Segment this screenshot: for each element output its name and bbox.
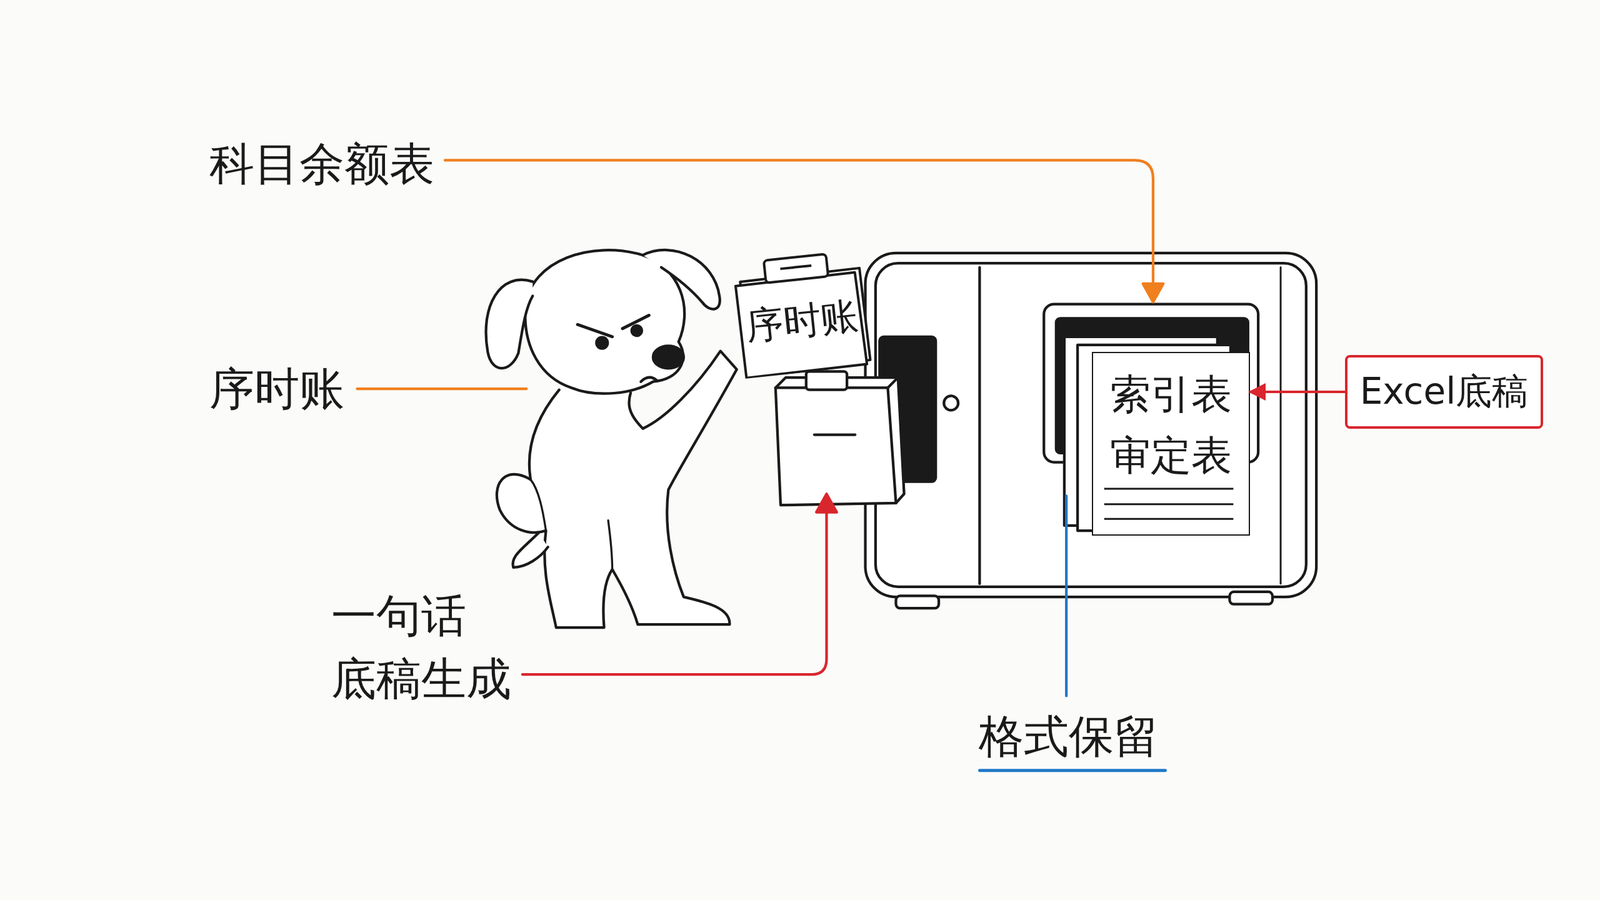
folder-line bbox=[814, 433, 855, 436]
dog-nose bbox=[653, 345, 684, 369]
machine-panel-line bbox=[978, 267, 981, 584]
underline bbox=[979, 768, 1165, 772]
arrow-connector bbox=[1250, 390, 1345, 394]
machine-body bbox=[865, 253, 1317, 597]
leader-line bbox=[356, 387, 527, 390]
feature-label: 格式保留 bbox=[978, 709, 1192, 764]
action-label: 一句话 底稿生成 bbox=[331, 584, 519, 711]
document-sheet: 索引表 审定表 bbox=[1091, 351, 1250, 536]
text-line bbox=[1104, 503, 1234, 505]
folder-edge bbox=[887, 377, 898, 388]
dog-mouth bbox=[640, 377, 657, 382]
output-box: Excel底稿 bbox=[1345, 355, 1544, 429]
dog-tail bbox=[512, 532, 548, 568]
folder-front bbox=[775, 387, 897, 505]
arrow-head bbox=[816, 493, 837, 512]
source-label: 序时账 bbox=[209, 361, 397, 416]
dog-eye bbox=[631, 325, 642, 336]
machine-foot bbox=[896, 595, 940, 609]
machine-knob bbox=[943, 395, 959, 410]
dog-eye bbox=[596, 337, 608, 349]
dog-leg-line bbox=[608, 520, 613, 570]
dog-ear bbox=[643, 250, 720, 310]
machine-side-line bbox=[1280, 267, 1282, 584]
machine-inner-border bbox=[875, 263, 1307, 587]
folder-tab bbox=[806, 371, 847, 390]
dog-head bbox=[525, 250, 685, 394]
dog-ear bbox=[486, 280, 534, 369]
machine-foot bbox=[1229, 591, 1273, 605]
folder-clip-line bbox=[780, 265, 812, 269]
node-text: 索引表 审定表 bbox=[1103, 363, 1239, 486]
leader-line bbox=[522, 508, 827, 675]
leader-line bbox=[445, 160, 1154, 288]
text-line bbox=[1104, 518, 1234, 520]
arrow-head bbox=[1143, 283, 1164, 302]
dog-arm-on-hip bbox=[530, 479, 546, 531]
text-line bbox=[1104, 488, 1234, 490]
node-text: Excel底稿 bbox=[1360, 370, 1529, 414]
leader-line bbox=[1065, 495, 1068, 696]
dog-eyebrow bbox=[577, 324, 613, 337]
illustration-group bbox=[486, 250, 1317, 628]
folder-clip bbox=[763, 253, 829, 283]
source-label: 科目余额表 bbox=[209, 136, 472, 191]
folder-card: 序时账 bbox=[729, 246, 874, 379]
